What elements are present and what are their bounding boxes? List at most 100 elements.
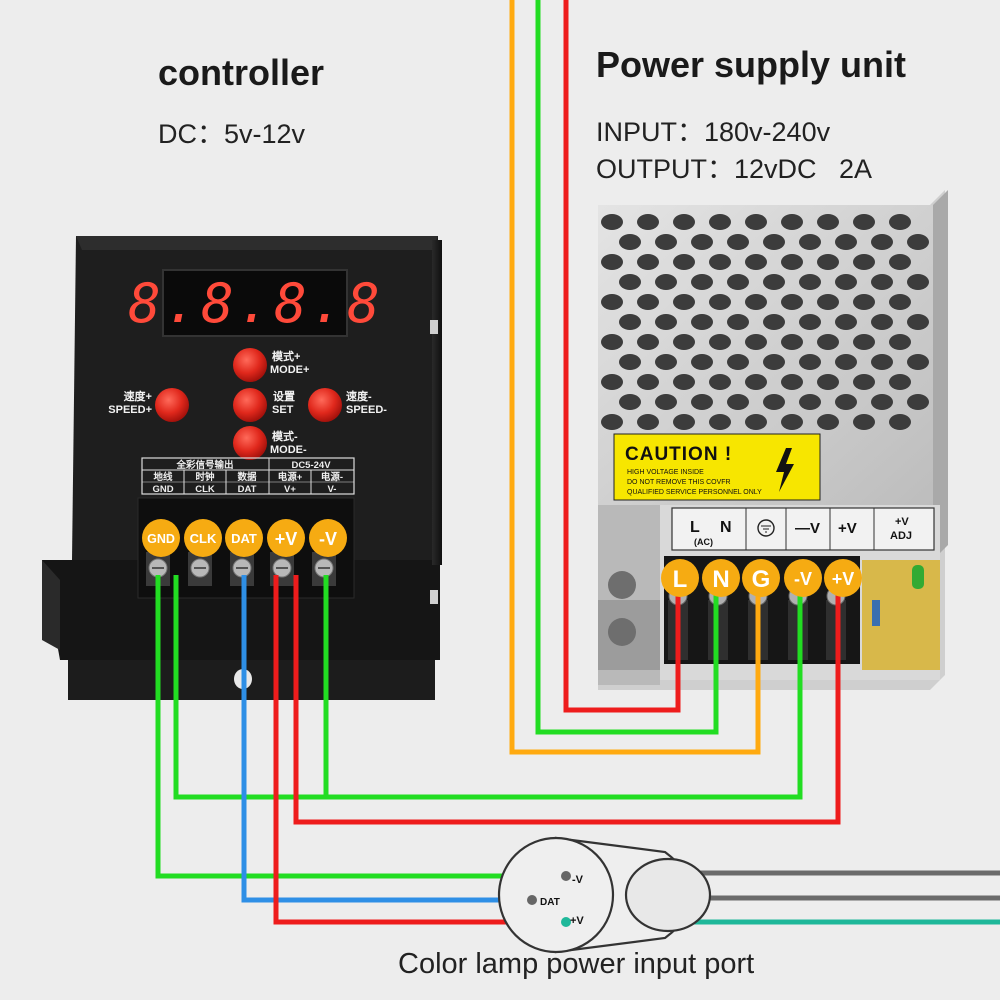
vent-hole (619, 394, 641, 410)
psu-label-l: L (690, 519, 700, 536)
mode-minus-button[interactable] (233, 426, 267, 460)
vent-hole (619, 314, 641, 330)
set-button[interactable] (233, 388, 267, 422)
vent-hole (889, 374, 911, 390)
port-caption: Color lamp power input port (398, 948, 755, 980)
terminal-badge-clk: CLK (184, 519, 222, 557)
caution-line: DO NOT REMOVE THIS COVFR (627, 479, 731, 486)
mode-minus-label-cn: 模式- (272, 429, 298, 443)
vent-hole (889, 214, 911, 230)
live-wire (563, 0, 681, 713)
pin-label-dat: DAT (540, 897, 560, 908)
ventilation-holes (601, 214, 929, 430)
terminal-label: L (673, 566, 688, 593)
vent-hole (781, 294, 803, 310)
caution-title: CAUTION ! (625, 444, 732, 465)
port-cable-end (624, 857, 712, 933)
vent-hole (601, 334, 623, 350)
vent-hole (709, 214, 731, 230)
vent-hole (799, 274, 821, 290)
neutral-wire (535, 0, 719, 735)
led-display (162, 269, 348, 337)
vent-hole (781, 414, 803, 430)
psu-label-ac: (AC) (694, 537, 713, 547)
terminal-label: +V (275, 529, 298, 549)
mode-plus-button[interactable] (233, 348, 267, 382)
vent-hole (817, 414, 839, 430)
vent-hole (817, 334, 839, 350)
terminal-badge-vminus: -V (309, 519, 347, 557)
pin-label-pos: +V (570, 915, 584, 927)
positive-supply-wire (293, 575, 841, 825)
strip-col-cn: 电源+ (278, 471, 303, 483)
vent-hole (745, 414, 767, 430)
vent-hole (799, 234, 821, 250)
port-face (497, 836, 615, 954)
vent-hole (727, 274, 749, 290)
psu-label-adj-top: +V (895, 516, 909, 528)
speed-minus-label-cn: 速度- (346, 389, 372, 403)
vent-hole (655, 354, 677, 370)
vent-hole (781, 334, 803, 350)
vent-hole (655, 314, 677, 330)
pin-dot (527, 895, 537, 905)
terminal-label: CLK (190, 531, 217, 546)
vent-hole (871, 314, 893, 330)
speed-plus-button[interactable] (155, 388, 189, 422)
terminal-label: N (712, 566, 729, 593)
set-label-cn: 设置 (273, 389, 295, 403)
vent-hole (637, 334, 659, 350)
lamp-negative-wire (155, 575, 564, 879)
vent-hole (799, 394, 821, 410)
vent-hole (889, 294, 911, 310)
speed-minus-button[interactable] (308, 388, 342, 422)
vent-hole (835, 274, 857, 290)
vent-hole (871, 274, 893, 290)
terminal-label: DAT (231, 531, 257, 546)
psu-title: Power supply unit (596, 44, 907, 85)
terminal-badge-g: G (742, 559, 780, 597)
speed-plus-label-en: SPEED+ (108, 404, 152, 416)
vent-hole (691, 314, 713, 330)
vent-hole (619, 234, 641, 250)
vent-hole (673, 334, 695, 350)
vent-hole (727, 314, 749, 330)
vent-hole (655, 274, 677, 290)
vent-hole (889, 414, 911, 430)
terminal-label: GND (147, 532, 175, 546)
vent-hole (709, 334, 731, 350)
vent-hole (727, 394, 749, 410)
psu-terminal-labels (671, 507, 935, 551)
vent-hole (799, 314, 821, 330)
psu-label-vplus: +V (838, 520, 857, 537)
strip-col-cn: 时钟 (195, 471, 215, 483)
terminal-label: -V (319, 529, 337, 549)
ground-wire (509, 0, 761, 755)
controller-dc-spec: DC：5v-12v (158, 119, 306, 149)
lamp-positive-wire (273, 575, 566, 925)
vent-hole (727, 354, 749, 370)
vent-hole (709, 414, 731, 430)
caution-line: QUALIFIED SERVICE PERSONNEL ONLY (627, 489, 762, 496)
psu-label-adj: ADJ (890, 530, 912, 542)
vent-hole (637, 254, 659, 270)
vent-hole (835, 354, 857, 370)
controller-title: controller (158, 52, 325, 93)
terminal-label: -V (794, 569, 812, 589)
vent-hole (709, 374, 731, 390)
vent-hole (673, 254, 695, 270)
vent-hole (763, 234, 785, 250)
vent-hole (637, 414, 659, 430)
vent-hole (745, 334, 767, 350)
vent-hole (745, 254, 767, 270)
pin-dot (561, 917, 571, 927)
vent-hole (727, 234, 749, 250)
vent-hole (745, 374, 767, 390)
speed-minus-label-en: SPEED- (346, 404, 387, 416)
negative-supply-wire (173, 575, 803, 800)
lamp-data-wire (241, 575, 530, 903)
vent-hole (655, 394, 677, 410)
vent-hole (601, 294, 623, 310)
vent-hole (691, 394, 713, 410)
